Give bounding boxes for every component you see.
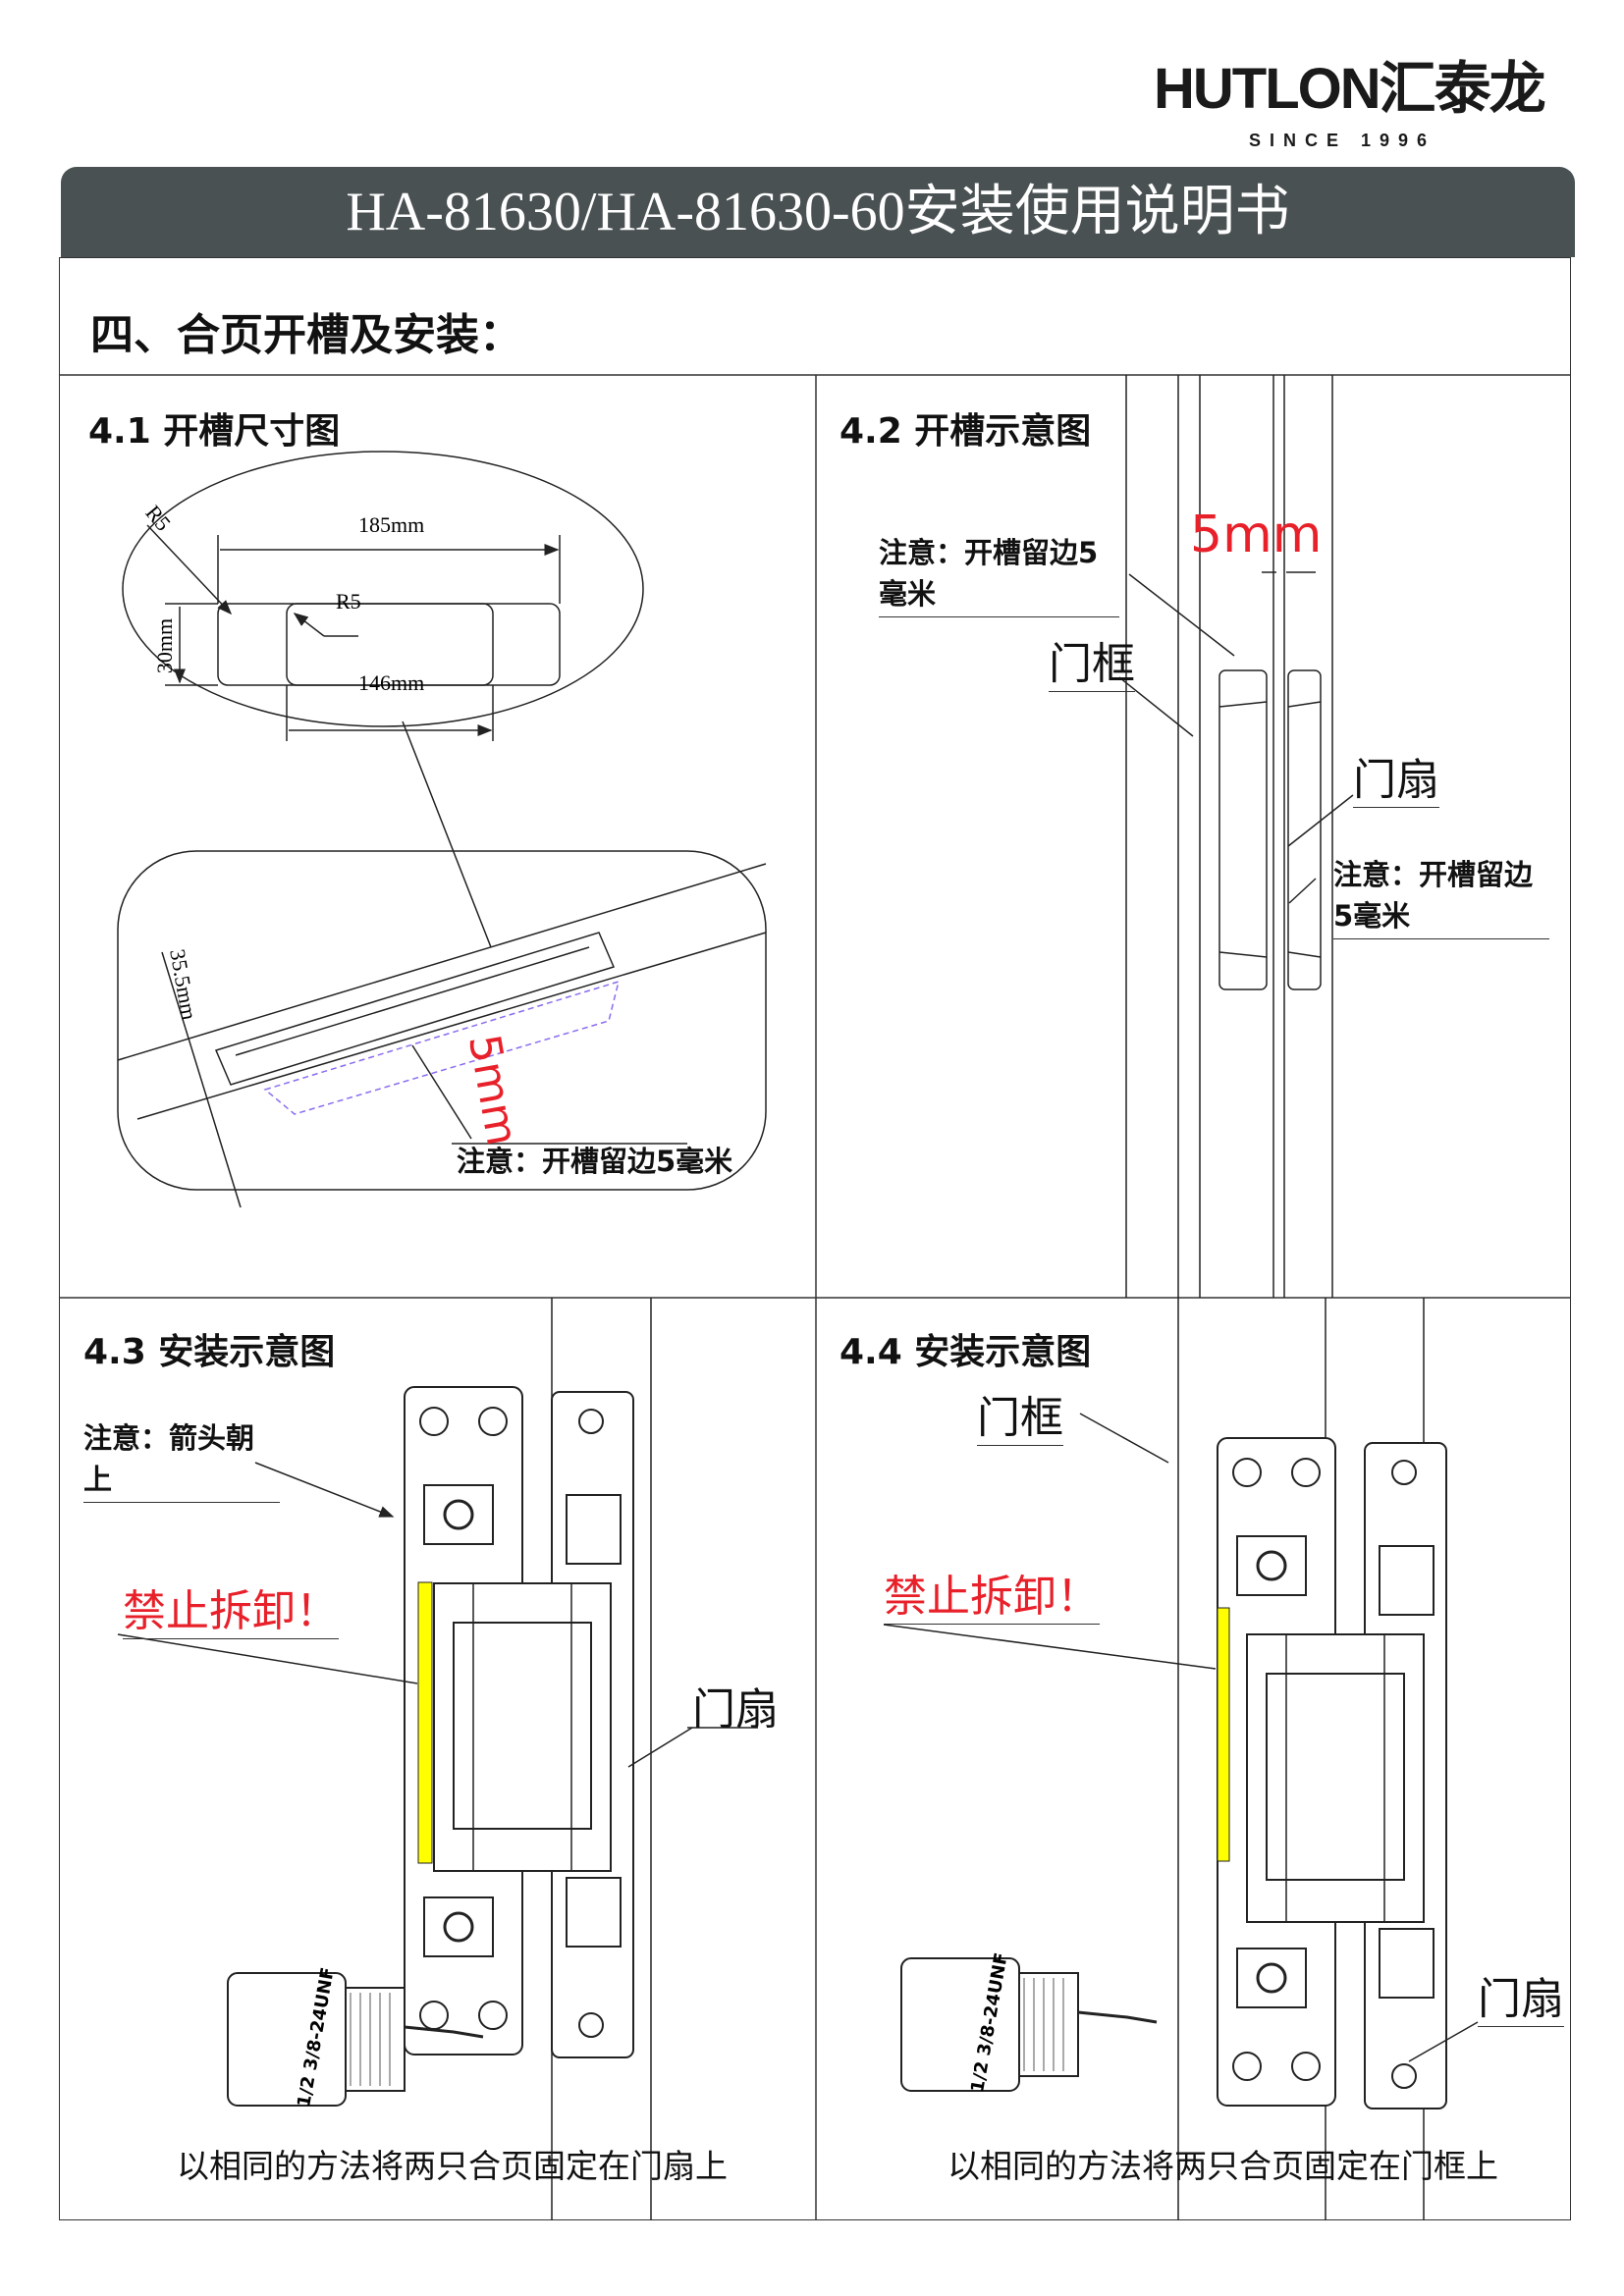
do-not-disassemble-warning: 禁止拆卸！ — [884, 1561, 1100, 1625]
slot-margin-note-bottom: 注意：开槽留边5毫米 — [1333, 852, 1549, 939]
highlight-bar — [1217, 1607, 1230, 1862]
door-leaf-label: 门扇 — [692, 1684, 779, 1735]
door-frame-label: 门框 — [1049, 628, 1135, 692]
door-leaf-label: 门扇 — [1478, 1963, 1564, 2027]
dim-inner-length: 146mm — [358, 670, 425, 695]
brand-logo: HUTLON汇泰龙 — [1154, 57, 1546, 121]
section-4-3-label: 4.3 安装示意图 — [83, 1332, 336, 1372]
section-4-2-label: 4.2 开槽示意图 — [839, 411, 1092, 452]
margin-5mm: 5mm — [1190, 506, 1323, 564]
dim-width: 30mm — [152, 617, 178, 674]
door-leaf-label: 门扇 — [1353, 744, 1439, 808]
dim-length: 185mm — [358, 512, 425, 537]
radius-inner: R5 — [336, 589, 361, 614]
slot-schematic-drawing — [1118, 375, 1354, 1298]
highlight-bar — [417, 1581, 433, 1864]
section-4-1-label: 4.1 开槽尺寸图 — [88, 411, 341, 452]
hinge-install-drawing-leaf — [117, 1298, 758, 2220]
arrow-up-note: 注意：箭头朝上 — [83, 1415, 280, 1503]
document-title: HA-81630/HA-81630-60安装使用说明书 — [61, 167, 1575, 257]
content-frame — [59, 257, 1571, 2220]
do-not-disassemble-warning: 禁止拆卸！ — [123, 1575, 339, 1639]
door-frame-label: 门框 — [977, 1382, 1063, 1446]
install-caption-leaf: 以相同的方法将两只合页固定在门扇上 — [177, 2147, 728, 2185]
hinge-install-drawing-frame — [883, 1298, 1479, 2220]
brand-tagline: SINCE 1996 — [1249, 131, 1436, 150]
section-heading: 四、合页开槽及安装： — [90, 310, 522, 360]
slot-margin-note: 注意：开槽留边5毫米 — [457, 1145, 733, 1178]
slot-dimension-drawing — [117, 451, 767, 1208]
section-4-4-label: 4.4 安装示意图 — [839, 1332, 1092, 1372]
install-caption-frame: 以相同的方法将两只合页固定在门框上 — [947, 2147, 1498, 2185]
slot-margin-note-top: 注意：开槽留边5毫米 — [879, 530, 1119, 617]
